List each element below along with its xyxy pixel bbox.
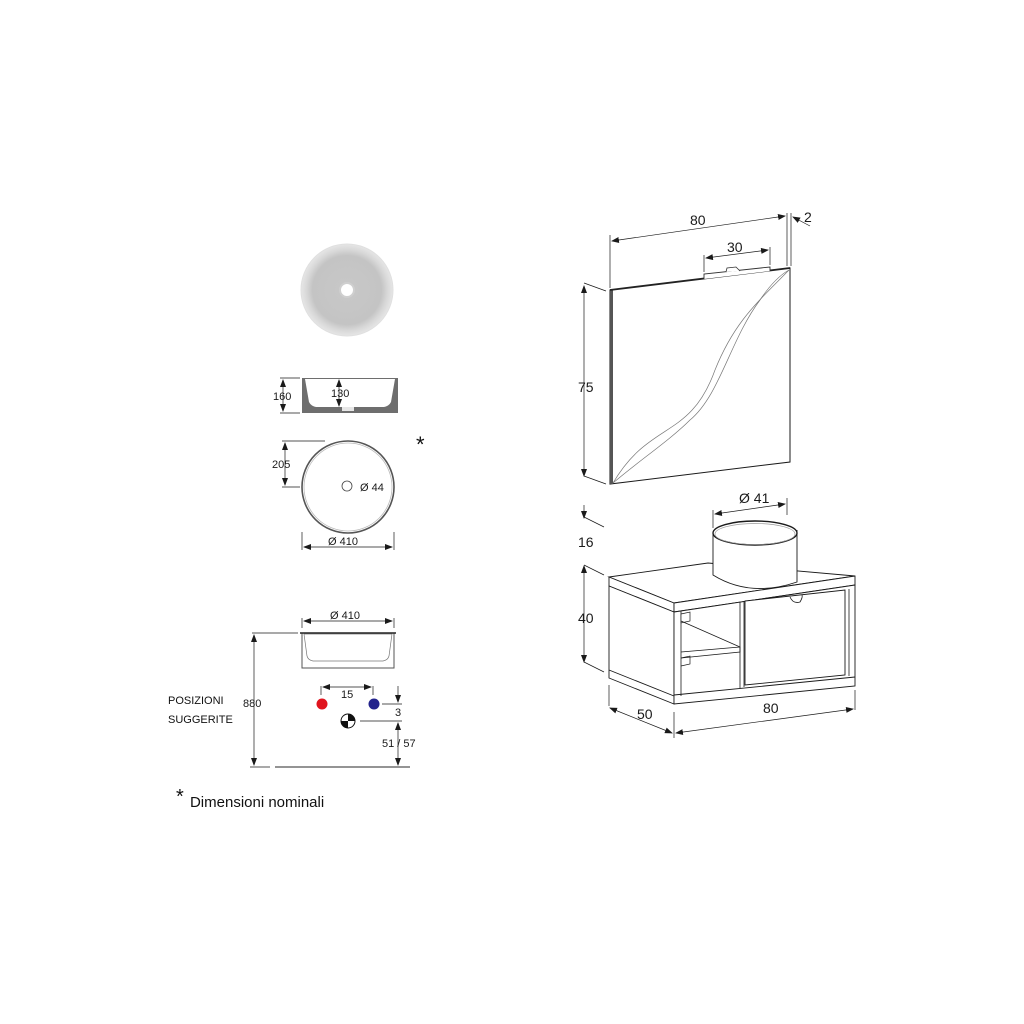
installation-elevation: [250, 618, 410, 768]
install-height-label: 880: [243, 698, 261, 710]
hot-tap-marker: [316, 698, 328, 710]
drain-height-label: 51 / 57: [382, 738, 416, 750]
cabinet-height-label: 40: [578, 610, 594, 626]
mirror-drawing: [581, 213, 811, 485]
footnote-asterisk: *: [176, 786, 184, 808]
basin-depth-label: 130: [331, 388, 349, 400]
tap-offset-label: 3: [395, 707, 401, 719]
basin-plan-view: [282, 440, 395, 550]
positions-label-line1: POSIZIONI: [168, 695, 224, 707]
mirror-width-label: 80: [690, 212, 706, 228]
cabinet-depth-label: 50: [637, 706, 653, 722]
footnote-text: Dimensioni nominali: [189, 794, 325, 811]
cold-tap-marker: [368, 698, 380, 710]
basin-radius-label: 205: [272, 459, 290, 471]
positions-label-line2: SUGGERITE: [168, 714, 233, 726]
mirror-height-label: 75: [578, 379, 594, 395]
basin-top-view: [300, 243, 394, 337]
footnote: * Dimensioni nominali: [176, 786, 325, 813]
mirror-depth-label: 2: [804, 209, 812, 225]
nominal-asterisk: *: [416, 432, 425, 457]
basin-diameter-label: Ø 410: [328, 536, 358, 548]
cabinet-width-label: 80: [763, 700, 779, 716]
drain-diameter-label: Ø 44: [360, 482, 384, 494]
cabinet-basin-height-label: 16: [578, 534, 594, 550]
basin-height-label: 160: [273, 391, 291, 403]
cabinet-drawing: [581, 498, 856, 738]
tap-spacing-label: 15: [341, 689, 353, 701]
drain-marker: [340, 713, 356, 729]
basin-section-view: [280, 377, 398, 414]
basin-side-diameter-label: Ø 410: [330, 610, 360, 622]
cabinet-basin-diameter-label: Ø 41: [739, 490, 770, 506]
lamp-width-label: 30: [727, 239, 743, 255]
